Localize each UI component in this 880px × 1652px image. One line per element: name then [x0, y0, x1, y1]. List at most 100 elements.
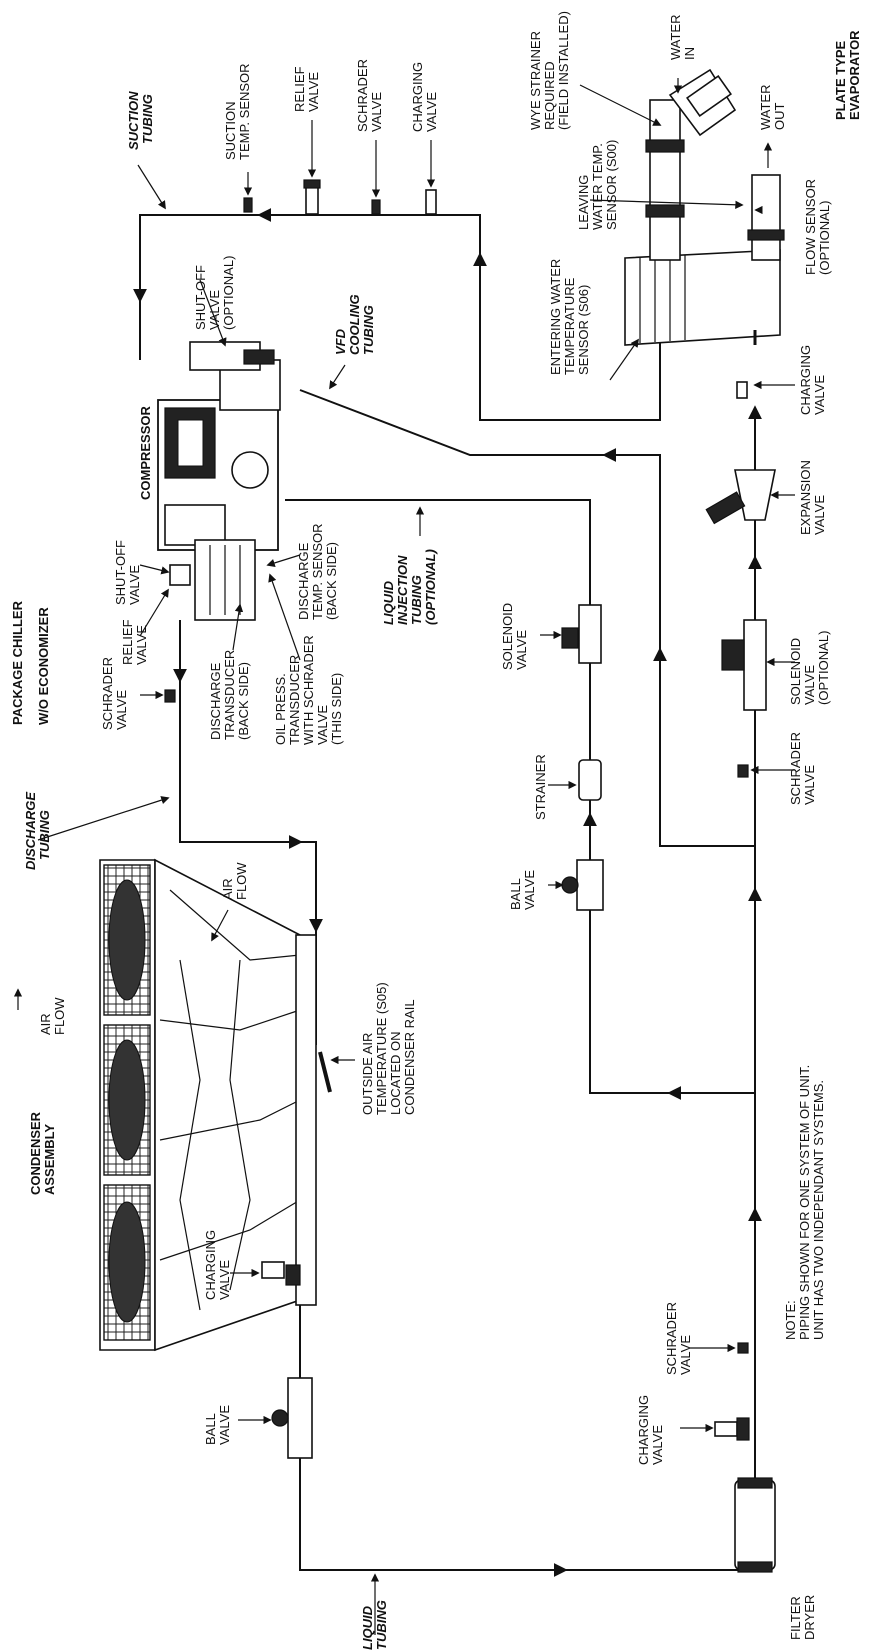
air-flow-cond-label-2: FLOW: [234, 862, 249, 900]
charging-evap-label-2: VALVE: [812, 375, 827, 415]
condenser-label-1: CONDENSER: [28, 1111, 43, 1195]
air-flow-left-label-2: FLOW: [52, 997, 67, 1035]
filter-dryer: [735, 1478, 775, 1572]
charging-top-label-1: CHARGING: [410, 62, 425, 132]
wye-strainer-label-1: WYE STRAINER: [528, 31, 543, 130]
suction-temp-sensor-label-1: SUCTION: [223, 102, 238, 161]
solenoid-inj-label-2: VALVE: [514, 630, 529, 670]
discharge-transducer-label-3: (BACK SIDE): [236, 662, 251, 740]
shutoff-discharge-label-1: SHUT-OFF: [113, 540, 128, 605]
outside-air-label-1: OUTSIDE AIR: [360, 1033, 375, 1115]
oil-transducer-label-5: (THIS SIDE): [329, 673, 344, 745]
charging-top-label-2: VALVE: [424, 92, 439, 132]
liquid-injection-label-4: (OPTIONAL): [423, 549, 438, 625]
solenoid-inj-label-1: SOLENOID: [500, 603, 515, 670]
discharge-transducer-label-1: DISCHARGE: [208, 662, 223, 740]
flow-sensor-label-1: FLOW SENSOR: [803, 179, 818, 275]
schrader-right-label-1: SCHRADER: [788, 732, 803, 805]
water-out-label-1: WATER: [758, 85, 773, 131]
charging-bottom-label-1: CHARGING: [636, 1395, 651, 1465]
charging-evap-label-1: CHARGING: [798, 345, 813, 415]
oil-transducer-label-1: OIL PRESS.: [273, 673, 288, 745]
expansion-valve-label-1: EXPANSION: [798, 460, 813, 535]
title: PACKAGE CHILLER W/O ECONOMIZER: [10, 600, 51, 725]
discharge-tubing-label-2: TUBING: [37, 810, 52, 860]
water-in-label-1: WATER: [668, 15, 683, 61]
leaving-water-label-3: SENSOR (S00): [604, 140, 619, 230]
liquid-tubing-label-2: TUBING: [374, 1600, 389, 1650]
oil-transducer-label-3: WITH SCHRADER: [301, 635, 316, 745]
wye-strainer-label-3: (FIELD INSTALLED): [556, 11, 571, 130]
schrader-top-label-1: SCHRADER: [355, 59, 370, 132]
filter-dryer-label-1: FILTER: [788, 1596, 803, 1640]
air-flow-cond-label-1: AIR: [220, 878, 235, 900]
shutoff-discharge-label-2: VALVE: [127, 565, 142, 605]
air-flow-left-label-1: AIR: [38, 1013, 53, 1035]
note-label-3: UNIT HAS TWO INDEPENDANT SYSTEMS.: [811, 1080, 826, 1340]
vfd-cooling-label-1: VFD: [333, 328, 348, 355]
relief-valve-left-label-1: RELIEF: [120, 619, 135, 665]
note-label-2: PIPING SHOWN FOR ONE SYSTEM OF UNIT.: [797, 1065, 812, 1340]
expansion-valve-label-2: VALVE: [812, 495, 827, 535]
leaving-water-label-2: WATER TEMP.: [590, 143, 605, 230]
charging-bottom-label-2: VALVE: [650, 1425, 665, 1465]
oil-transducer-label-4: VALVE: [315, 705, 330, 745]
relief-valve-top-label-1: RELIEF: [292, 66, 307, 112]
wye-strainer-label-2: REQUIRED: [542, 61, 557, 130]
liquid-injection-label-1: LIQUID: [381, 580, 396, 625]
leaving-water-label-1: LEAVING: [576, 175, 591, 230]
charging-left-label-1: CHARGING: [203, 1230, 218, 1300]
ball-valve-left-label-1: BALL: [203, 1413, 218, 1445]
flow-sensor-label-2: (OPTIONAL): [817, 201, 832, 275]
schrader-bottom-label-2: VALVE: [678, 1335, 693, 1375]
discharge-temp-label-2: TEMP. SENSOR: [310, 523, 325, 620]
condenser-label-2: ASSEMBLY: [42, 1124, 57, 1195]
solenoid-optional-label-2: VALVE: [802, 665, 817, 705]
water-out-label-2: OUT: [772, 103, 787, 131]
relief-valve-left-label-2: VALVE: [134, 625, 149, 665]
suction-tubing-label-2: TUBING: [140, 94, 155, 144]
schrader-right-label-2: VALVE: [802, 765, 817, 805]
discharge-transducer-label-2: TRANSDUCER: [222, 650, 237, 740]
charging-left-label-2: VALVE: [217, 1260, 232, 1300]
discharge-temp-label-3: (BACK SIDE): [324, 542, 339, 620]
ball-valve-inj-label-2: VALVE: [522, 870, 537, 910]
relief-valve-top-label-2: VALVE: [306, 72, 321, 112]
shutoff-suction-label-3: (OPTIONAL): [221, 256, 236, 330]
shutoff-suction-label-1: SHUT-OFF: [193, 265, 208, 330]
evaporator-label-2: EVAPORATOR: [847, 30, 862, 120]
shutoff-suction-label-2: VALVE: [207, 290, 222, 330]
discharge-tubing-label-1: DISCHARGE: [23, 792, 38, 870]
suction-temp-sensor-label-2: TEMP. SENSOR: [237, 63, 252, 160]
discharge-temp-label-1: DISCHARGE: [296, 542, 311, 620]
solenoid-optional-label-1: SOLENOID: [788, 638, 803, 705]
title-line2: W/O ECONOMIZER: [36, 607, 51, 725]
schrader-top-label-2: VALVE: [369, 92, 384, 132]
liquid-tubing-label-1: LIQUID: [360, 1605, 375, 1650]
schrader-bottom-label-1: SCHRADER: [664, 1302, 679, 1375]
title-line1: PACKAGE CHILLER: [10, 600, 25, 725]
outside-air-label-4: CONDENSER RAIL: [402, 999, 417, 1115]
ball-valve-inj-label-1: BALL: [508, 878, 523, 910]
oil-transducer-label-2: TRANSDUCER: [287, 655, 302, 745]
suction-tubing-label-1: SUCTION: [126, 91, 141, 150]
evaporator-label-1: PLATE TYPE: [833, 40, 848, 120]
schrader-left-label-2: VALVE: [114, 690, 129, 730]
entering-water-label-3: SENSOR (S06): [576, 285, 591, 375]
filter-dryer-label-2: DRYER: [802, 1595, 817, 1640]
outside-air-label-2: TEMPERATURE (S05): [374, 982, 389, 1115]
liquid-injection-label-2: INJECTION: [395, 555, 410, 625]
note-label-1: NOTE:: [783, 1300, 798, 1340]
liquid-injection-label-3: TUBING: [409, 575, 424, 625]
water-in-label-2: IN: [682, 47, 697, 60]
vfd-cooling-label-3: TUBING: [361, 305, 376, 355]
entering-water-label-2: TEMPERATURE: [562, 277, 577, 375]
ball-valve-left-label-2: VALVE: [217, 1405, 232, 1445]
outside-air-label-3: LOCATED ON: [388, 1031, 403, 1115]
compressor-label: COMPRESSOR: [138, 405, 153, 500]
schrader-left-label-1: SCHRADER: [100, 657, 115, 730]
vfd-cooling-label-2: COOLING: [347, 294, 362, 355]
solenoid-optional-label-3: (OPTIONAL): [816, 631, 831, 705]
entering-water-label-1: ENTERING WATER: [548, 259, 563, 375]
